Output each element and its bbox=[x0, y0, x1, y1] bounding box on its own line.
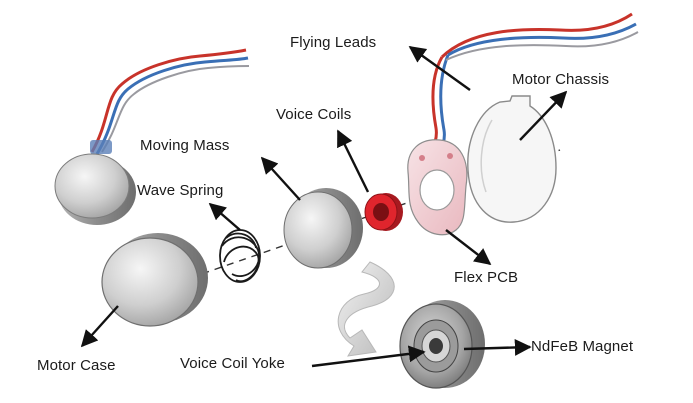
motor-case bbox=[101, 233, 208, 327]
label-flex-pcb: Flex PCB bbox=[454, 269, 519, 286]
label-ndfeb-magnet: NdFeB Magnet bbox=[531, 338, 634, 355]
arrow-ndfeb-magnet bbox=[463, 339, 532, 356]
moving-mass bbox=[283, 188, 363, 269]
arrow-flex-pcb bbox=[445, 229, 492, 266]
assembled-motor bbox=[54, 48, 250, 225]
label-motor-chassis: Motor Chassis bbox=[512, 71, 610, 88]
label-voice-coils: Voice Coils bbox=[276, 106, 352, 123]
arrow-voice-coil-yoke bbox=[311, 345, 426, 368]
label-motor-case: Motor Case bbox=[37, 357, 116, 374]
voice-coil bbox=[364, 193, 403, 231]
label-voice-coil-yoke: Voice Coil Yoke bbox=[180, 355, 285, 372]
arrow-motor-case bbox=[80, 305, 119, 348]
label-wave-spring: Wave Spring bbox=[137, 182, 224, 199]
label-moving-mass: Moving Mass bbox=[140, 137, 230, 154]
flex-pcb bbox=[407, 12, 639, 236]
label-flying-leads: Flying Leads bbox=[290, 34, 377, 51]
motor-chassis bbox=[467, 95, 557, 223]
arrow-voice-coils bbox=[336, 129, 370, 193]
arrow-motor-chassis bbox=[519, 90, 568, 141]
arrow-moving-mass bbox=[260, 156, 301, 201]
ndfeb-magnet bbox=[399, 300, 485, 389]
callout-arrows bbox=[80, 46, 568, 368]
arrow-wave-spring bbox=[208, 202, 241, 231]
arrow-flying-leads bbox=[408, 46, 471, 91]
swirl-arrow bbox=[337, 261, 395, 357]
